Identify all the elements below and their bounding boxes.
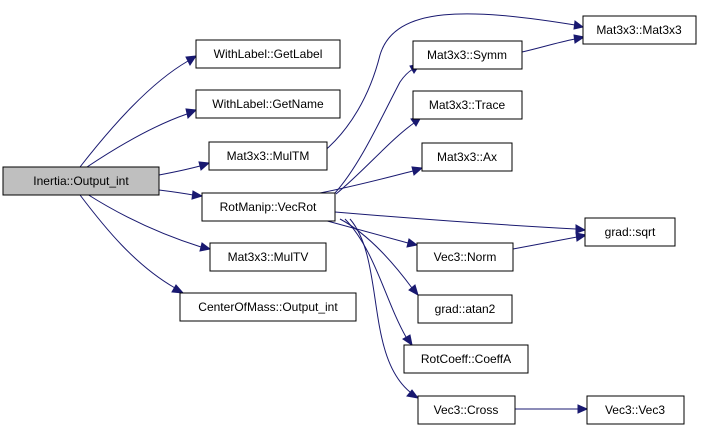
edge-output-int-to-vecrot bbox=[158, 189, 204, 200]
node-grad-atan2[interactable]: grad::atan2 bbox=[417, 294, 513, 324]
node-mat3x3-symm[interactable]: Mat3x3::Symm bbox=[412, 40, 523, 70]
node-label: WithLabel::GetLabel bbox=[214, 47, 323, 61]
node-withlabel-getlabel[interactable]: WithLabel::GetLabel bbox=[195, 39, 341, 69]
node-label: RotCoeff::CoeffA bbox=[421, 352, 511, 366]
node-label: Mat3x3::MulTM bbox=[227, 149, 310, 163]
node-label: grad::atan2 bbox=[435, 302, 496, 316]
edge-output-int-to-multm bbox=[158, 161, 211, 176]
edge-vecrot-to-norm bbox=[319, 218, 419, 248]
edge-output-int-to-centerofmass bbox=[79, 194, 185, 294]
node-mat3x3-trace[interactable]: Mat3x3::Trace bbox=[412, 90, 523, 120]
edge-output-int-to-getlabel bbox=[79, 55, 198, 168]
edge-vecrot-to-trace bbox=[335, 116, 422, 195]
node-label: Inertia::Output_int bbox=[33, 174, 129, 188]
node-centerofmass-output-int[interactable]: CenterOfMass::Output_int bbox=[179, 292, 357, 322]
edges bbox=[79, 13, 589, 414]
edge-symm-to-mat3x3 bbox=[521, 34, 586, 53]
node-label: RotManip::VecRot bbox=[220, 200, 317, 214]
node-inertia-output-int[interactable]: Inertia::Output_int bbox=[2, 166, 160, 196]
node-label: Vec3::Vec3 bbox=[605, 403, 665, 417]
edge-norm-to-sqrt bbox=[512, 232, 588, 250]
node-label: Mat3x3::Ax bbox=[437, 150, 497, 164]
node-rotmanip-vecrot[interactable]: RotManip::VecRot bbox=[201, 192, 336, 222]
node-label: Mat3x3::Mat3x3 bbox=[596, 23, 682, 37]
node-label: WithLabel::GetName bbox=[212, 97, 324, 111]
edge-vecrot-to-sqrt bbox=[334, 211, 587, 234]
node-label: CenterOfMass::Output_int bbox=[198, 300, 338, 314]
edge-multm-to-mat3x3 bbox=[321, 13, 585, 154]
nodes: Inertia::Output_int WithLabel::GetLabel … bbox=[2, 15, 697, 425]
edge-vecrot-to-cross bbox=[349, 218, 420, 399]
node-vec3-cross[interactable]: Vec3::Cross bbox=[417, 395, 516, 425]
edge-vecrot-to-coeffa bbox=[344, 218, 413, 347]
node-vec3-norm[interactable]: Vec3::Norm bbox=[416, 242, 514, 272]
node-label: Mat3x3::Trace bbox=[429, 98, 506, 112]
node-mat3x3-multv[interactable]: Mat3x3::MulTV bbox=[209, 242, 327, 272]
node-withlabel-getname[interactable]: WithLabel::GetName bbox=[195, 89, 341, 119]
node-label: Mat3x3::Symm bbox=[427, 48, 507, 62]
node-mat3x3-mat3x3[interactable]: Mat3x3::Mat3x3 bbox=[582, 15, 697, 45]
edge-output-int-to-multv bbox=[86, 193, 212, 252]
node-label: Vec3::Cross bbox=[434, 403, 499, 417]
node-label: Mat3x3::MulTV bbox=[228, 250, 309, 264]
edge-output-int-to-getname bbox=[86, 108, 198, 168]
edge-vecrot-to-atan2 bbox=[339, 218, 419, 297]
node-mat3x3-multm[interactable]: Mat3x3::MulTM bbox=[208, 141, 328, 171]
node-label: grad::sqrt bbox=[605, 225, 656, 239]
node-mat3x3-ax[interactable]: Mat3x3::Ax bbox=[421, 142, 513, 172]
edge-vecrot-to-ax bbox=[319, 166, 424, 194]
node-grad-sqrt[interactable]: grad::sqrt bbox=[584, 217, 676, 247]
node-label: Vec3::Norm bbox=[434, 250, 497, 264]
edge-cross-to-vec3 bbox=[515, 404, 589, 414]
node-vec3-vec3[interactable]: Vec3::Vec3 bbox=[586, 395, 685, 425]
node-rotcoeff-coeffa[interactable]: RotCoeff::CoeffA bbox=[403, 344, 529, 374]
